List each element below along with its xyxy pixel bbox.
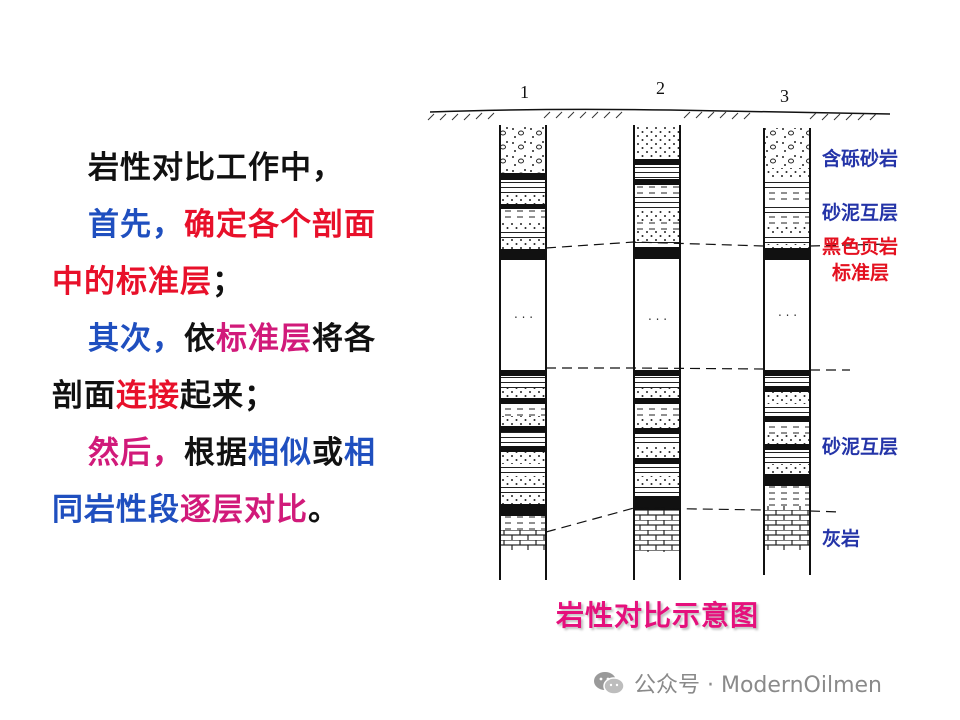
para-line-5: 剖面连接起来； bbox=[52, 368, 422, 425]
correlation-diagram: 1 2 3 . . . bbox=[420, 70, 920, 590]
text-segment: 确定各个剖面 bbox=[184, 207, 376, 243]
text-segment: 或 bbox=[312, 435, 344, 471]
text-segment: 标准层 bbox=[216, 321, 312, 357]
text-segment: ； bbox=[212, 264, 244, 300]
column-2: . . . bbox=[633, 125, 681, 580]
para-line-6: 然后，根据相似或相 bbox=[52, 425, 422, 482]
text-segment: 连接 bbox=[116, 378, 180, 414]
svg-text:. . .: . . . bbox=[514, 307, 533, 321]
label-limestone: 灰岩 bbox=[822, 528, 861, 550]
text-segment: 逐层对比 bbox=[180, 492, 308, 528]
column-3: . . . bbox=[763, 128, 811, 575]
text-segment: 剖面 bbox=[52, 378, 116, 414]
text-segment: 相似 bbox=[248, 435, 312, 471]
watermark-text: 公众号 · ModernOilmen bbox=[634, 673, 882, 698]
text-segment: 相 bbox=[344, 435, 376, 471]
para-line-7: 同岩性段逐层对比。 bbox=[52, 482, 422, 539]
text-segment: 根据 bbox=[184, 435, 248, 471]
stratigraphic-columns-drawing: 1 2 3 . . . bbox=[427, 78, 891, 580]
text-segment: 将各 bbox=[312, 321, 376, 357]
column-number-1: 1 bbox=[520, 82, 529, 102]
label-black-shale: 黑色页岩 bbox=[822, 236, 899, 258]
svg-text:. . .: . . . bbox=[648, 309, 667, 323]
para-line-4: 其次，依标准层将各 bbox=[52, 311, 422, 368]
para-line-2: 首先，确定各个剖面 bbox=[52, 197, 422, 254]
label-conglomerate-sandstone: 含砾砂岩 bbox=[822, 148, 899, 170]
column-number-3: 3 bbox=[780, 86, 789, 106]
text-segment: 首先， bbox=[88, 207, 184, 243]
text-segment: 岩性对比工作中， bbox=[88, 150, 344, 186]
column-1: . . . bbox=[499, 125, 547, 580]
ground-surface-line bbox=[429, 108, 891, 115]
text-segment: 同岩性段 bbox=[52, 492, 180, 528]
para-line-3: 中的标准层； bbox=[52, 254, 422, 311]
text-segment: 中的标准层 bbox=[52, 264, 212, 300]
wechat-icon bbox=[594, 672, 625, 695]
correlation-lines bbox=[545, 241, 891, 533]
text-segment: 。 bbox=[308, 492, 340, 528]
text-segment: 起来； bbox=[180, 378, 276, 414]
text-segment: 依 bbox=[184, 321, 216, 357]
label-sand-mud-interbed-bottom: 砂泥互层 bbox=[822, 436, 899, 458]
label-marker-bed: 标准层 bbox=[832, 262, 890, 284]
column-number-2: 2 bbox=[656, 78, 665, 98]
svg-text:. . .: . . . bbox=[778, 305, 797, 319]
text-segment: 然后， bbox=[88, 435, 184, 471]
para-line-1: 岩性对比工作中， bbox=[52, 140, 422, 197]
text-segment: 其次， bbox=[88, 321, 184, 357]
label-sand-mud-interbed-top: 砂泥互层 bbox=[822, 202, 899, 224]
explanation-paragraph: 岩性对比工作中， 首先，确定各个剖面 中的标准层； 其次，依标准层将各 剖面连接… bbox=[52, 140, 422, 539]
watermark: 公众号 · ModernOilmen bbox=[592, 667, 882, 699]
ground-hatching bbox=[427, 111, 877, 121]
diagram-caption: 岩性对比示意图 bbox=[556, 599, 760, 632]
